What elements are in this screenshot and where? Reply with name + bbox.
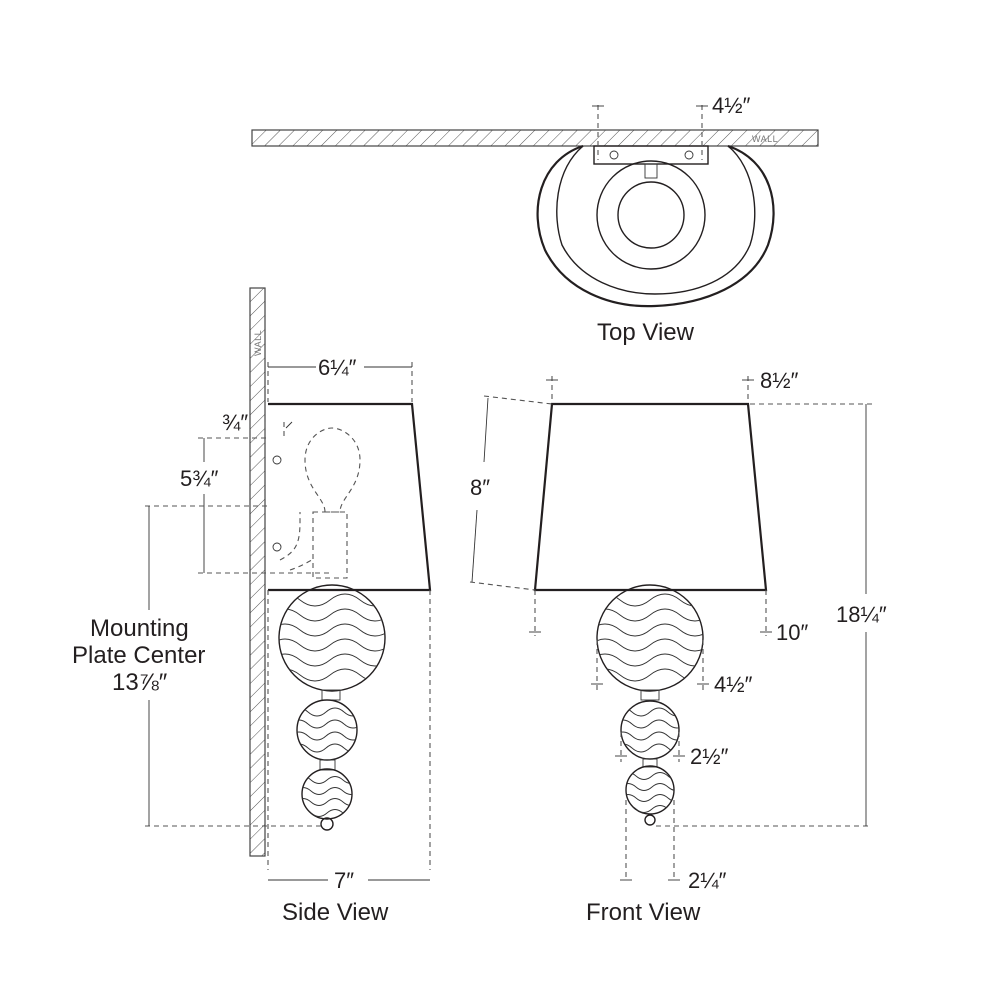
top-shade-outline — [536, 144, 775, 308]
side-mounting-label-line1: Mounting — [90, 615, 189, 642]
side-bulb — [304, 427, 361, 513]
front-dim-shade-height: 8″ — [470, 475, 490, 500]
side-dim-offset: ¾″ — [222, 410, 248, 435]
front-view-caption: Front View — [586, 899, 701, 926]
front-dim-ball-large: 4½″ — [714, 672, 753, 697]
side-screw-bottom — [272, 542, 282, 552]
top-outer-ring — [596, 160, 706, 270]
side-finial — [320, 817, 334, 831]
front-dim-shade-top: 8½″ — [760, 368, 799, 393]
side-arm — [279, 512, 314, 571]
top-wall — [251, 129, 819, 147]
side-dim-shade-depth: 6¼″ — [318, 355, 357, 380]
top-shade-inner — [556, 145, 756, 295]
side-wall-label: WALL — [253, 330, 263, 356]
side-screw-top — [272, 455, 282, 465]
top-screw-left — [609, 150, 619, 160]
front-globe-medium — [620, 700, 680, 760]
side-view: WALL — [72, 287, 432, 926]
side-dim-plate-height: 5¾″ — [180, 466, 219, 491]
side-mounting-value: 13⅞″ — [112, 669, 168, 696]
front-globe-small — [625, 765, 675, 815]
front-finial — [644, 814, 656, 826]
side-globe-large — [278, 584, 386, 692]
side-dim-total-depth: 7″ — [334, 868, 354, 893]
front-globe-large — [596, 584, 704, 692]
front-dim-shade-bottom: 10″ — [776, 620, 808, 645]
top-view: WALL 4½″ Top View — [251, 93, 819, 346]
front-dim-ball-small: 2¼″ — [688, 868, 727, 893]
top-view-caption: Top View — [597, 319, 695, 346]
side-globe-medium — [296, 699, 358, 761]
front-dim-ball-medium: 2½″ — [690, 744, 729, 769]
side-view-caption: Side View — [282, 899, 389, 926]
side-mounting-label-line2: Plate Center — [72, 642, 205, 669]
side-wall — [249, 287, 266, 857]
side-shade — [268, 402, 432, 592]
side-socket — [312, 511, 348, 579]
front-dim-overall-height: 18¼″ — [836, 602, 887, 627]
front-shade — [533, 402, 768, 592]
top-dim-offset: 4½″ — [712, 93, 751, 118]
top-screw-right — [684, 150, 694, 160]
side-globe-small — [301, 768, 353, 820]
top-inner-ring — [617, 181, 685, 249]
top-stem — [644, 163, 658, 179]
top-wall-label: WALL — [752, 134, 778, 144]
front-view: 8½″ 8″ 10″ 18¼″ 4½″ 2½″ — [469, 368, 887, 926]
